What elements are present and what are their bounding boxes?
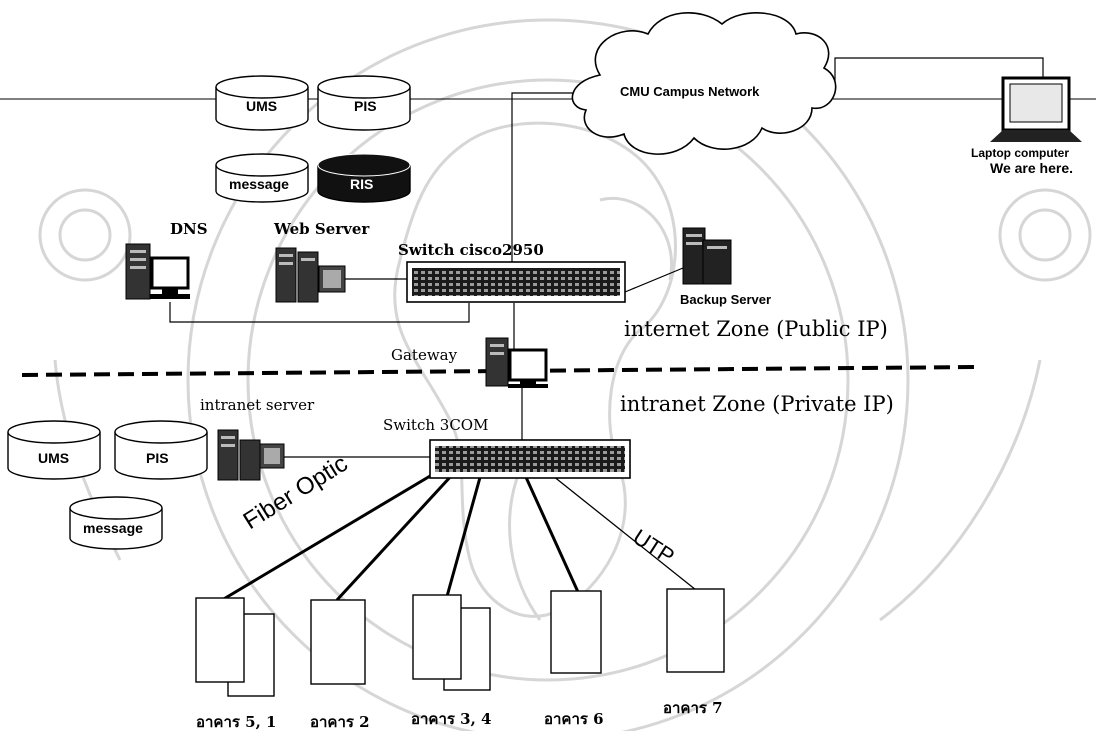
building-label-6: อาคาร 6 xyxy=(544,710,604,728)
fiber-links xyxy=(221,458,580,602)
db-label-ums-private: UMS xyxy=(38,450,70,466)
intranet-zone-label: intranet Zone (Private IP) xyxy=(620,392,894,416)
db-label-pis-private: PIS xyxy=(146,450,169,466)
laptop-icon xyxy=(990,76,1082,142)
database-ums-private xyxy=(7,420,101,480)
building-label-5-1: อาคาร 5, 1 xyxy=(196,713,277,731)
gateway-label: Gateway xyxy=(391,346,458,364)
utp-link xyxy=(537,463,697,591)
switch-bottom-label: Switch 3COM xyxy=(383,416,489,434)
laptop-status: We are here. xyxy=(990,160,1074,176)
zone-divider xyxy=(21,365,981,377)
database-message-private xyxy=(69,496,163,550)
internet-zone-label: internet Zone (Public IP) xyxy=(624,317,888,341)
web-server-label: Web Server xyxy=(274,220,370,238)
database-ums-public xyxy=(215,75,309,131)
gateway-icon xyxy=(485,337,548,388)
db-label-message-public: message xyxy=(229,176,289,192)
dns-server-icon xyxy=(125,243,190,300)
web-server-icon xyxy=(275,247,346,303)
building-icon xyxy=(195,588,725,697)
building-label-2: อาคาร 2 xyxy=(310,713,370,731)
laptop-label: Laptop computer xyxy=(971,146,1069,160)
switch-cisco-icon xyxy=(406,261,626,303)
building-label-7: อาคาร 7 xyxy=(663,699,723,717)
intranet-server-label: intranet server xyxy=(200,396,315,414)
intranet-server-icon xyxy=(217,429,285,481)
switch-top-label: Switch cisco2950 xyxy=(398,241,544,259)
db-label-pis-public: PIS xyxy=(354,98,377,114)
cloud-label: CMU Campus Network xyxy=(620,84,760,99)
backup-server-icon xyxy=(682,227,732,285)
backup-server-label: Backup Server xyxy=(680,292,772,307)
dns-label: DNS xyxy=(170,220,208,238)
database-pis-public xyxy=(317,75,411,131)
database-message-public xyxy=(215,153,309,203)
db-label-ris-public: RIS xyxy=(350,176,374,192)
db-label-message-private: message xyxy=(83,520,143,536)
cloud-icon xyxy=(571,12,837,155)
watermark-seal xyxy=(38,18,1092,731)
db-label-ums-public: UMS xyxy=(246,98,278,114)
database-pis-private xyxy=(114,420,208,480)
switch-3com-icon xyxy=(429,439,631,479)
building-label-3-4: อาคาร 3, 4 xyxy=(411,710,492,728)
database-ris-public xyxy=(317,153,411,203)
